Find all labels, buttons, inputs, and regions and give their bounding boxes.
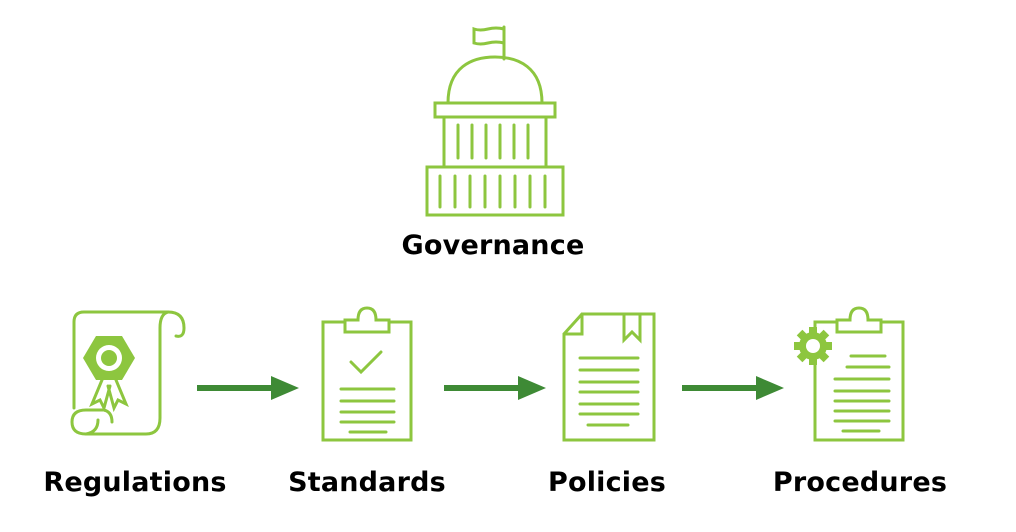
certificate-scroll-icon bbox=[64, 308, 192, 436]
procedures-label: Procedures bbox=[772, 467, 948, 498]
governance-label: Governance bbox=[401, 230, 585, 261]
right-arrow-icon bbox=[195, 375, 300, 401]
regulations-label: Regulations bbox=[43, 467, 227, 498]
clipboard-check-icon bbox=[318, 304, 418, 444]
policies-label: Policies bbox=[547, 467, 667, 498]
standards-label: Standards bbox=[288, 467, 446, 498]
capitol-building-icon bbox=[420, 25, 570, 220]
right-arrow-icon bbox=[442, 375, 547, 401]
bookmarked-document-icon bbox=[560, 310, 660, 445]
right-arrow-icon bbox=[680, 375, 785, 401]
clipboard-gear-icon bbox=[794, 304, 910, 444]
